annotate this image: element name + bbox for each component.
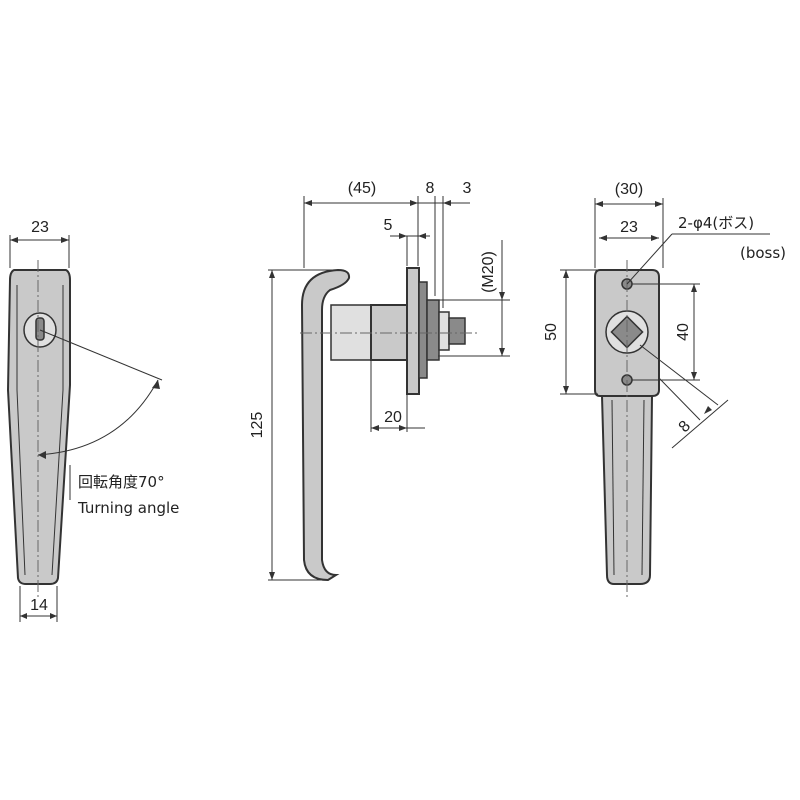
turning-angle-en: Turning angle (77, 499, 179, 517)
dim-m20-label: (M20) (480, 251, 497, 293)
nut (426, 299, 440, 361)
keyhole (35, 317, 45, 341)
boss-note-en: (boss) (740, 244, 786, 262)
dim-45-label: (45) (348, 180, 376, 197)
left-view: 23 14 回転角度70° Turning angle (6, 219, 179, 622)
dim-3-label: 3 (463, 180, 472, 197)
left-handle-body (6, 269, 71, 585)
right-dim-30-label: (30) (615, 181, 643, 198)
right-dim-50-label: 50 (543, 323, 560, 341)
boss-note: 2-φ4(ボス) (678, 214, 754, 232)
dim-20-label: 20 (384, 409, 402, 426)
thread (438, 311, 450, 351)
right-dim-8-label: 8 (676, 418, 694, 436)
left-width-top-label: 23 (31, 219, 49, 236)
bolt-tip (448, 317, 466, 345)
left-width-bottom-label: 14 (30, 597, 48, 614)
flange (406, 267, 420, 395)
right-view: (30) 23 2-φ4(ボス) (boss) 50 40 8 (543, 181, 786, 600)
side-view: (45) 8 3 5 (M20) 125 20 (249, 180, 510, 582)
turning-angle-arc (37, 379, 159, 456)
dim-5-label: 5 (384, 217, 393, 234)
flange-inner (418, 281, 428, 379)
dim-8-label: 8 (426, 180, 435, 197)
side-handle-body (300, 268, 351, 582)
turning-angle-jp: 回転角度70° (78, 473, 165, 491)
right-dim-40-label: 40 (675, 323, 692, 341)
right-dim-23-label: 23 (620, 219, 638, 236)
dim-125-label: 125 (249, 412, 266, 439)
